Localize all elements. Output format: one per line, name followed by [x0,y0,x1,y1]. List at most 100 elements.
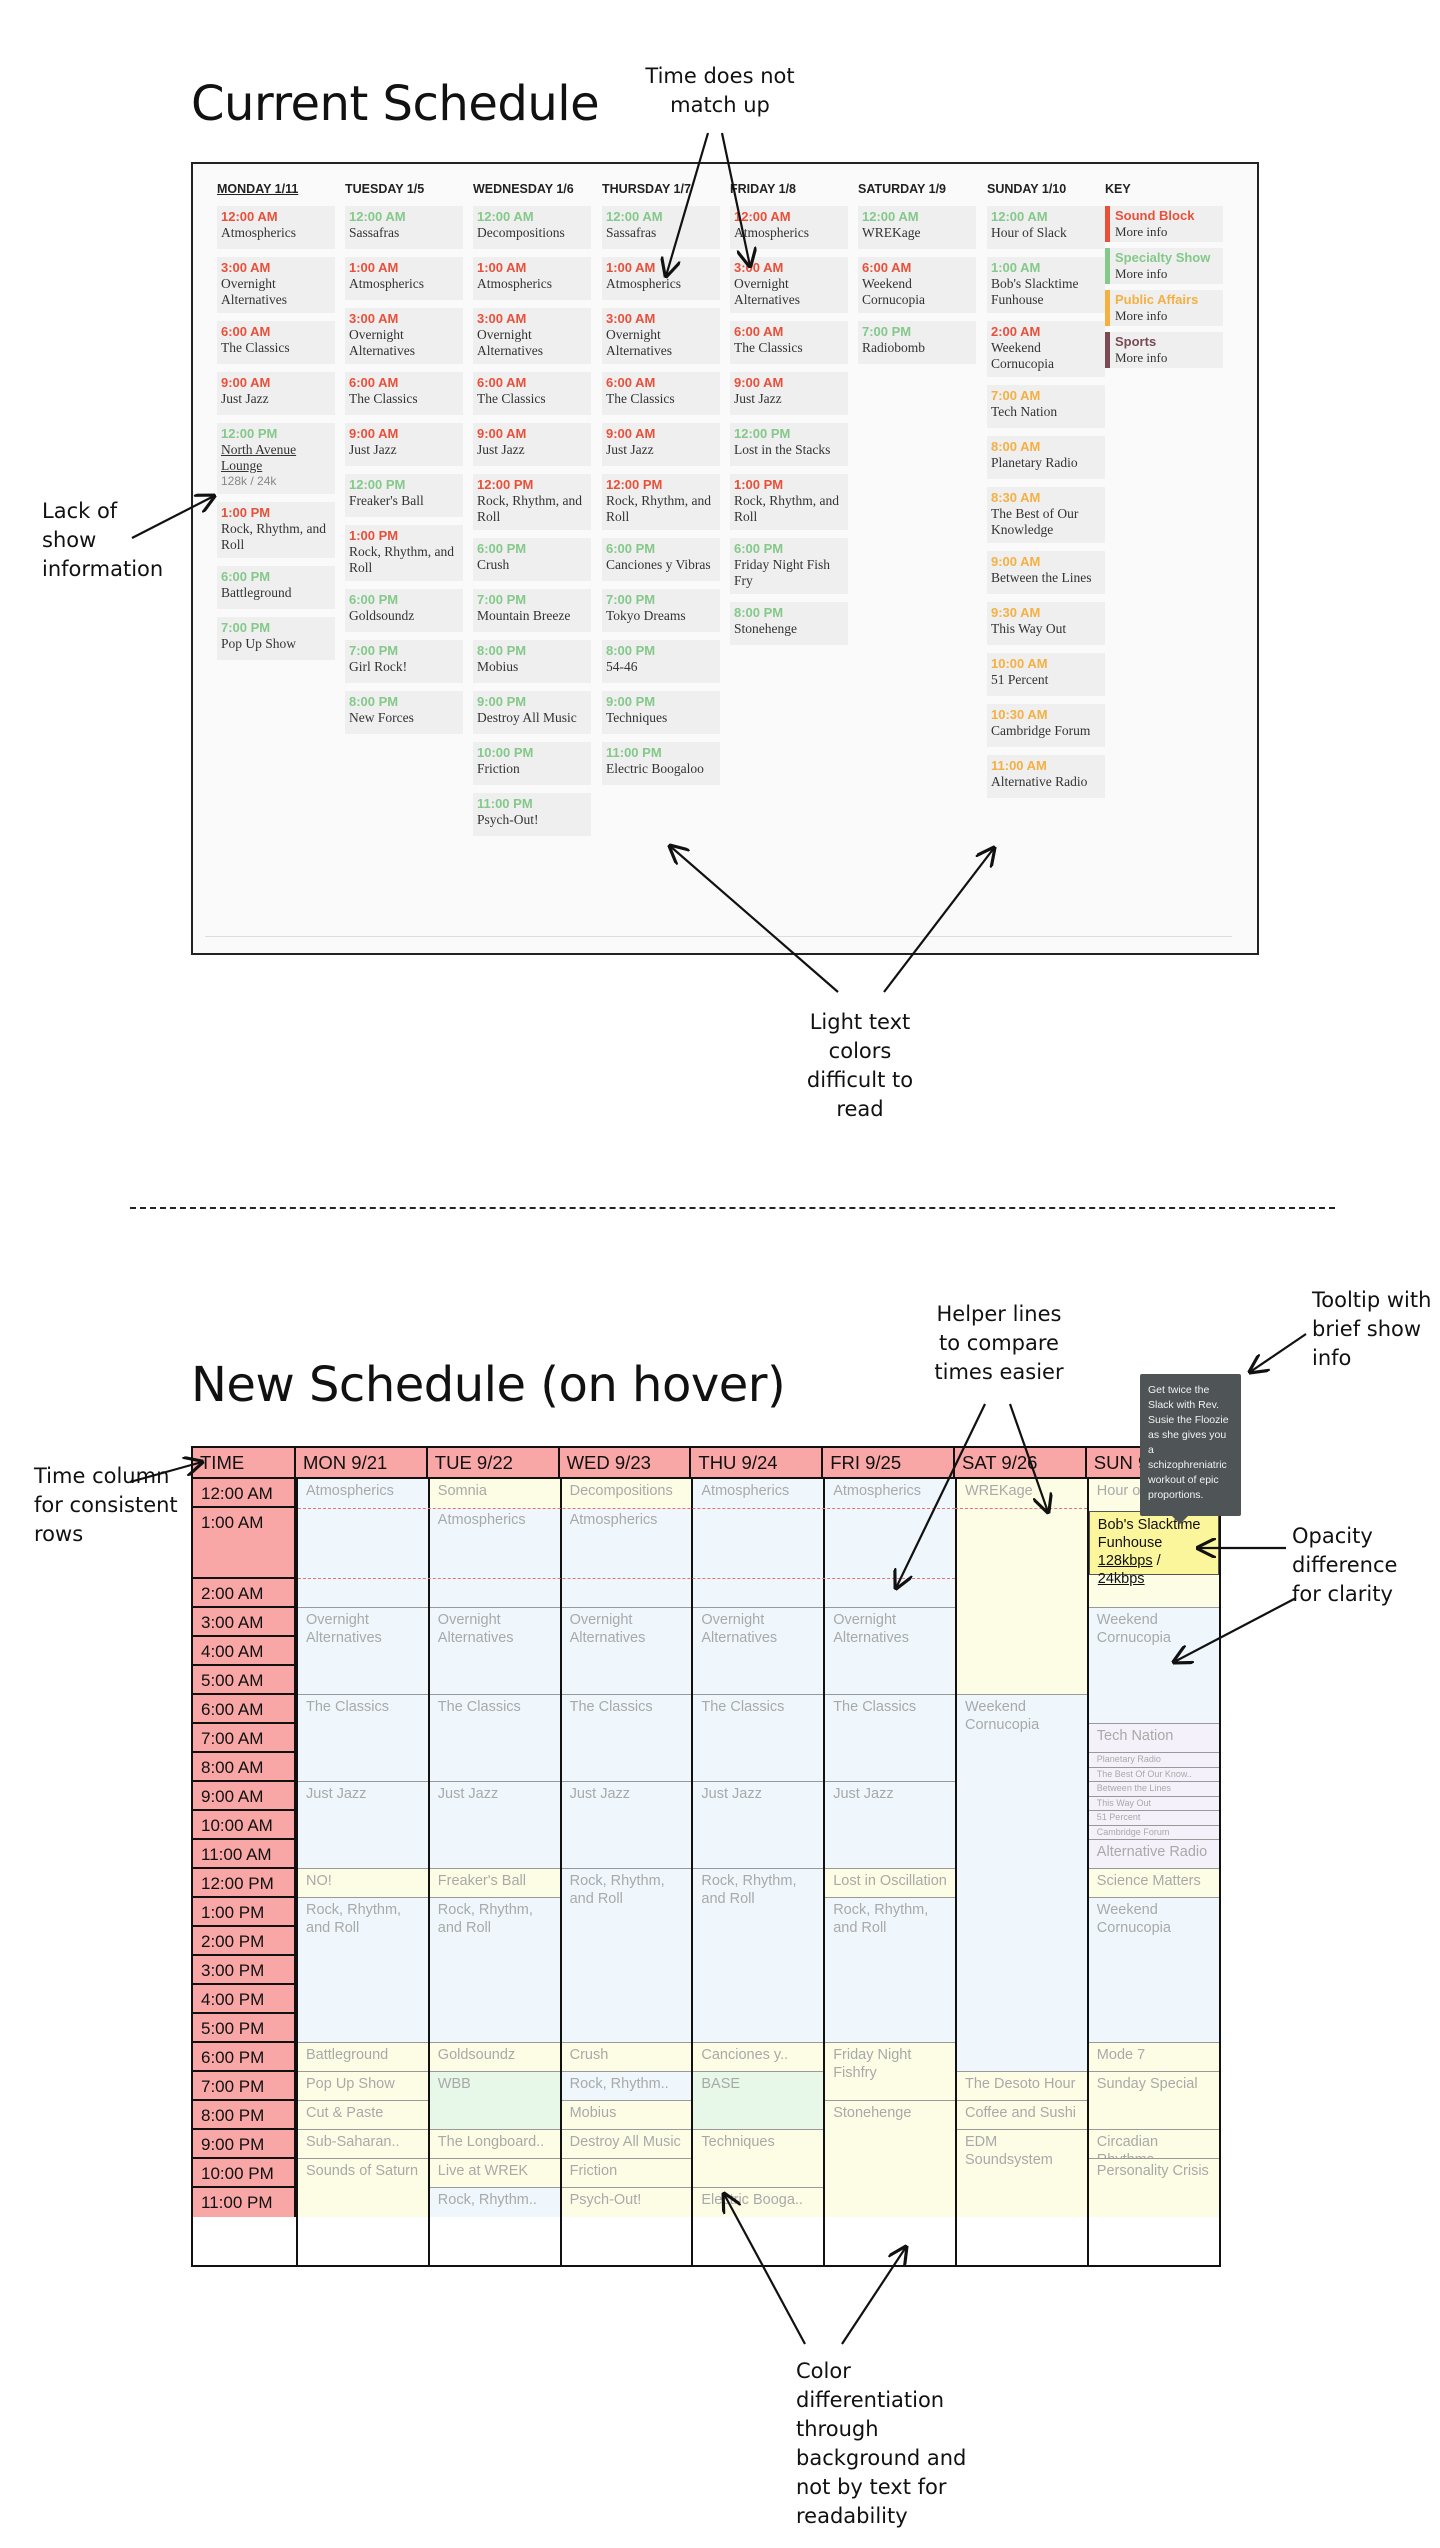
show-block[interactable]: Coffee and Sushi [957,2101,1087,2130]
show-block[interactable]: Atmospherics [561,1508,692,1608]
show-block[interactable]: WREKage [957,1479,1087,1508]
show-block[interactable]: Overnight Alternatives [429,1608,560,1695]
show-block[interactable]: Rock, Rhythm, and Roll [825,1898,955,2043]
show-block[interactable]: Just Jazz [561,1782,692,1869]
show-block[interactable]: Rock, Rhythm, and Roll [429,1898,560,2043]
show-block[interactable]: Just Jazz [825,1782,955,1869]
show-block[interactable]: Overnight Alternatives [825,1608,955,1695]
show-block[interactable]: Psych-Out! [561,2188,692,2217]
day-header[interactable]: MONDAY 1/11 [217,182,299,196]
show-block[interactable]: Overnight Alternatives [561,1608,692,1695]
show-block[interactable]: NO! [298,1869,428,1898]
show-block[interactable]: Just Jazz [429,1782,560,1869]
show-block[interactable]: Atmospherics [825,1479,955,1508]
slot-show-name[interactable]: North Avenue Lounge [221,442,297,473]
bitrate-high-link[interactable]: 128kbps [1097,1553,1153,1569]
show-block[interactable]: Cambridge Forum [1088,1825,1219,1840]
show-block[interactable]: Between the Lines [1088,1782,1219,1797]
show-block[interactable]: Stonehenge [825,2101,955,2217]
key-more-info[interactable]: More info [1115,224,1168,239]
show-block[interactable]: Weekend Cornucopia [957,1695,1087,2072]
show-block[interactable]: EDM Soundsystem [957,2130,1087,2217]
show-block[interactable]: Rock, Rhythm, and Roll [693,1869,824,2043]
show-block[interactable]: Canciones y.. [693,2043,824,2072]
show-block[interactable]: Live at WREK [429,2159,560,2188]
show-block[interactable]: Planetary Radio [1088,1753,1219,1768]
show-block[interactable]: Circadian Rhythms [1088,2130,1219,2159]
show-block[interactable]: Battleground [298,2043,428,2072]
show-block[interactable]: Lost in Oscillation [825,1869,955,1898]
show-block[interactable]: Atmospherics [298,1479,428,1508]
key-more-info[interactable]: More info [1115,266,1168,281]
show-block[interactable]: Just Jazz [298,1782,428,1869]
show-block[interactable]: The Best Of Our Know.. [1088,1767,1219,1782]
show-block[interactable]: Atmospherics [429,1508,560,1608]
show-block[interactable]: Rock, Rhythm, and Roll [298,1898,428,2043]
show-block[interactable]: The Classics [693,1695,824,1782]
show-block[interactable]: Pop Up Show [298,2072,428,2101]
show-block[interactable]: Weekend Cornucopia [1088,1608,1219,1724]
show-block[interactable]: Sub-Saharan.. [298,2130,428,2159]
show-block[interactable]: Sunday Special [1088,2072,1219,2130]
show-block[interactable]: The Longboard.. [429,2130,560,2159]
show-block[interactable]: 51 Percent [1088,1811,1219,1826]
show-block[interactable]: Cut & Paste [298,2101,428,2130]
show-block[interactable]: Goldsoundz [429,2043,560,2072]
show-block[interactable]: Mode 7 [1088,2043,1219,2072]
key-more-info[interactable]: More info [1115,308,1168,323]
show-block[interactable]: Just Jazz [693,1782,824,1869]
bitrate-low-link[interactable]: 24kbps [1097,1571,1145,1587]
show-block[interactable]: Mobius [561,2101,692,2130]
show-block[interactable]: Destroy All Music [561,2130,692,2159]
show-block[interactable]: Weekend Cornucopia [1088,1898,1219,2043]
show-block[interactable]: Somnia [429,1479,560,1508]
show-block[interactable]: Tech Nation [1088,1724,1219,1753]
show-block[interactable]: The Classics [429,1695,560,1782]
show-block[interactable]: WBB [429,2072,560,2130]
show-block[interactable]: The Classics [825,1695,955,1782]
